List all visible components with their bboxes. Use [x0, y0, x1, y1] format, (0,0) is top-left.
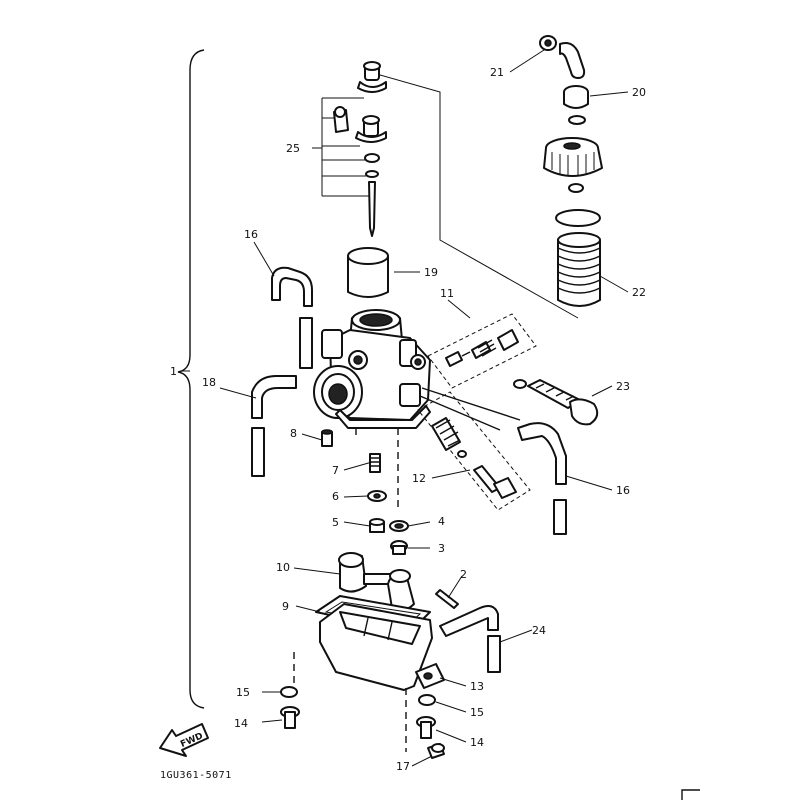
mixing-chamber-top-cap	[543, 137, 603, 193]
main-jet-washer	[367, 490, 387, 502]
carburetor-body	[313, 309, 431, 429]
callout-5: 5	[332, 516, 339, 529]
callout-15-right: 15	[470, 706, 484, 719]
needle-jet	[369, 453, 381, 473]
callout-20: 20	[632, 86, 646, 99]
callout-6: 6	[332, 490, 339, 503]
callout-14-right: 14	[470, 736, 484, 749]
callout-21: 21	[490, 66, 504, 79]
leader-lines	[180, 49, 629, 767]
callout-9: 9	[282, 600, 289, 613]
corner-mark	[681, 789, 700, 800]
forward-arrow-icon: FWD	[159, 723, 209, 757]
throttle-spring	[557, 232, 601, 307]
callout-17: 17	[396, 760, 410, 773]
cap-o-ring	[555, 209, 601, 227]
overflow-hose-right	[517, 422, 567, 535]
main-jet	[369, 518, 385, 533]
washer-left	[280, 686, 298, 698]
drain-screw	[390, 540, 408, 555]
washer-right	[418, 694, 436, 706]
callout-19: 19	[424, 266, 438, 279]
throttle-cable-adjuster	[539, 35, 586, 79]
vent-hose-upper-left	[271, 266, 313, 369]
assembly-bracket	[177, 49, 205, 709]
callout-16-upper: 16	[244, 228, 258, 241]
callout-14-left: 14	[234, 717, 248, 730]
callout-10: 10	[276, 561, 290, 574]
throttle-valve	[347, 247, 389, 298]
cable-nut	[563, 85, 589, 125]
callout-7: 7	[332, 464, 339, 477]
callout-labels: 1 2 3 4 5 6 7 8 9 10 11 12 13 14 14 15 1…	[170, 66, 646, 773]
needle-clip-assembly	[312, 61, 387, 237]
screw-left	[280, 706, 300, 729]
throttle-stop-screw	[513, 379, 599, 426]
callout-24: 24	[532, 624, 546, 637]
float-chamber	[293, 603, 433, 752]
callout-18: 18	[202, 376, 216, 389]
needle-alignment-line	[379, 74, 579, 319]
float	[338, 552, 415, 612]
starter-plunger-set	[417, 391, 531, 511]
body-dashed-drop	[355, 428, 399, 510]
drain-hose	[439, 605, 501, 673]
callout-25: 25	[286, 142, 300, 155]
hose-clip	[415, 663, 445, 689]
float-pin	[435, 589, 459, 609]
screw-right	[416, 716, 436, 739]
callout-8: 8	[290, 427, 297, 440]
pilot-screw-set	[427, 313, 537, 389]
callout-3: 3	[438, 542, 445, 555]
drain-screw-washer	[389, 520, 409, 532]
drawing-code: 1GU361-5071	[160, 770, 232, 781]
callout-16-lower: 16	[616, 484, 630, 497]
vent-hose-lower-left	[251, 375, 297, 477]
callout-13: 13	[470, 680, 484, 693]
chamber-screw	[427, 743, 445, 759]
callout-22: 22	[632, 286, 646, 299]
pilot-jet	[321, 429, 333, 447]
callout-1: 1	[170, 365, 177, 378]
callout-4: 4	[438, 515, 445, 528]
callout-15-left: 15	[236, 686, 250, 699]
callout-2: 2	[460, 568, 467, 581]
callout-12: 12	[412, 472, 426, 485]
callout-11: 11	[440, 287, 454, 300]
callout-23: 23	[616, 380, 630, 393]
